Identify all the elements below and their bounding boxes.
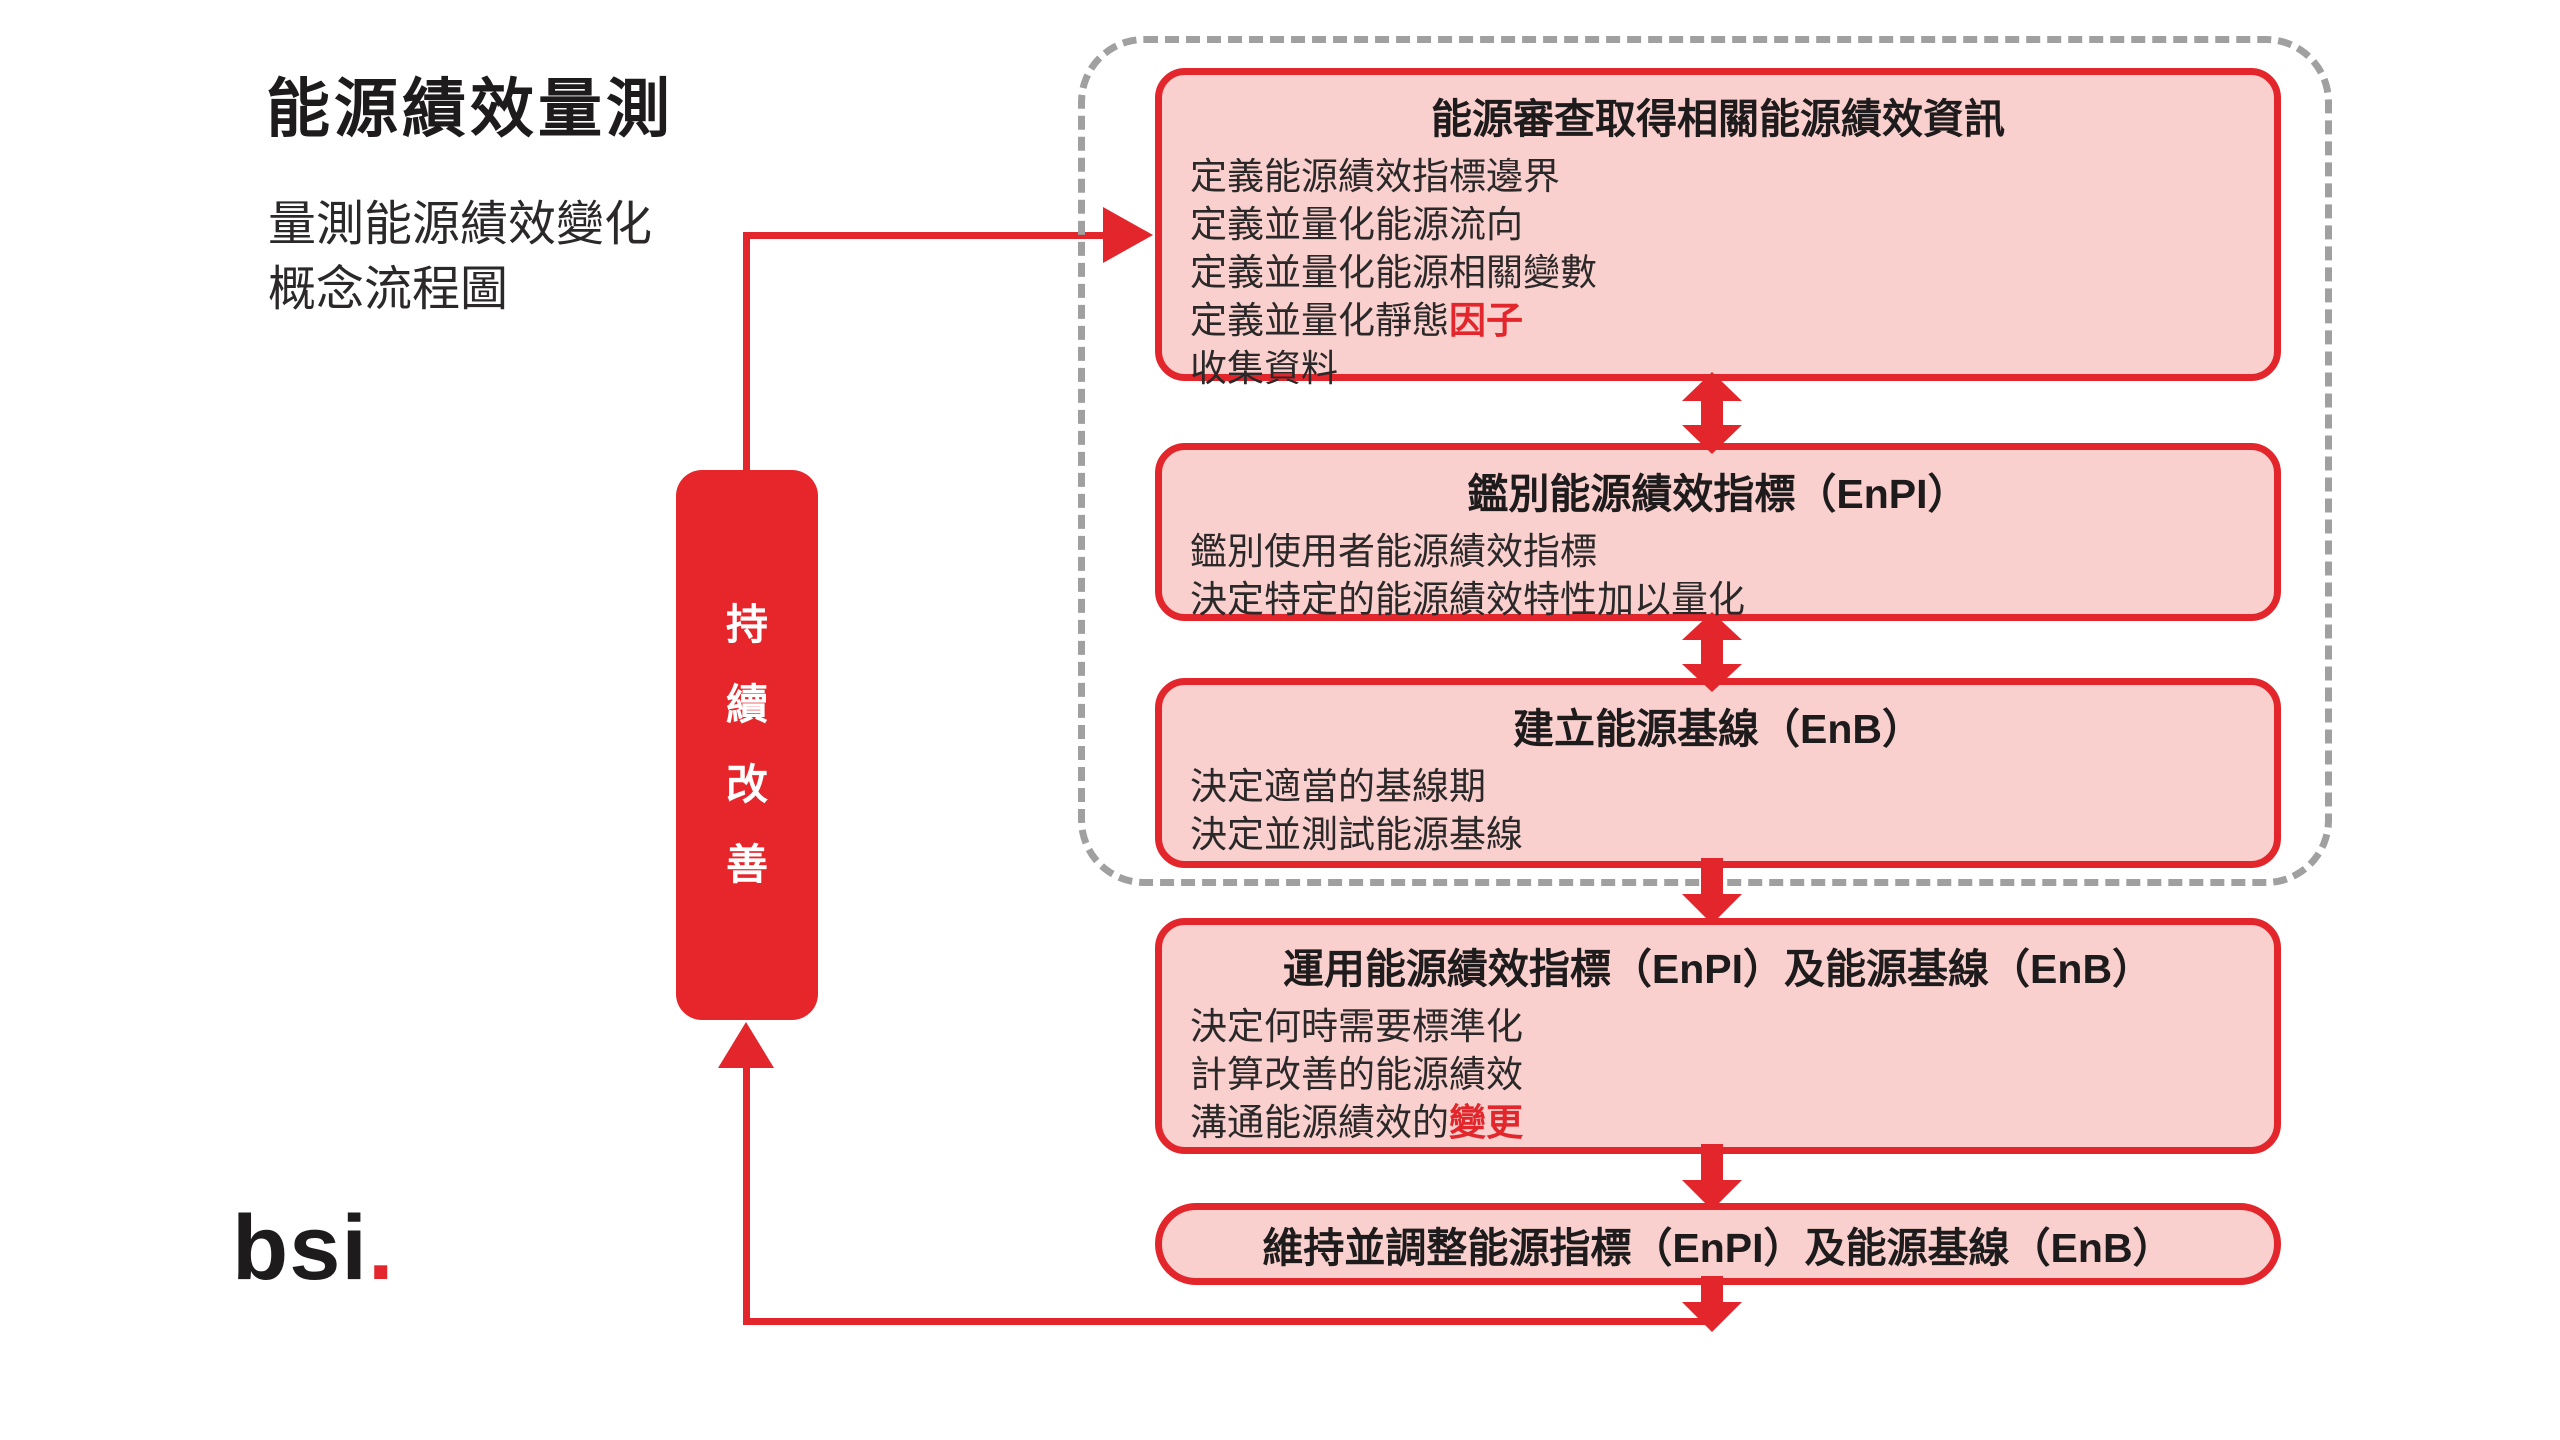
page-title: 能源績效量測 — [266, 73, 674, 145]
box-item: 定義並量化能源相關變數 — [1190, 252, 1597, 294]
box-items: 定義能源績效指標邊界定義並量化能源流向定義並量化能源相關變數定義並量化靜態因子收… — [1162, 153, 2274, 393]
box-title: 建立能源基線（EnB） — [1513, 706, 1923, 752]
double-arrow-box2-box3-icon — [1681, 612, 1743, 692]
feedback-line-bottom-horizontal — [743, 1318, 1719, 1325]
feedback-line-top-horizontal — [743, 232, 1105, 239]
flow-box-apply-enpi-enb: 運用能源績效指標（EnPI）及能源基線（EnB） 決定何時需要標準化計算改善的能… — [1155, 918, 2281, 1154]
box-title: 運用能源績效指標（EnPI）及能源基線（EnB） — [1282, 946, 2154, 992]
box-items: 鑑別使用者能源績效指標決定特定的能源績效特性加以量化 — [1162, 528, 2274, 624]
continuous-improvement-box: 持 續 改 善 — [676, 470, 818, 1020]
box-item: 決定適當的基線期 — [1190, 766, 1486, 807]
box-item: 計算改善的能源績效 — [1190, 1054, 1523, 1096]
box-title: 能源審查取得相關能源績效資訊 — [1431, 96, 2005, 142]
bsi-logo-dot: . — [367, 1197, 395, 1299]
box-item: 決定特定的能源績效特性加以量化 — [1190, 579, 1745, 621]
flow-box-establish-enb: 建立能源基線（EnB） 決定適當的基線期決定並測試能源基線 — [1155, 678, 2281, 868]
feedback-line-left-bottom-vertical — [743, 1062, 750, 1325]
box-item: 定義並量化能源流向 — [1190, 204, 1523, 246]
arrow-up-icon — [718, 1022, 774, 1068]
box-title: 維持並調整能源指標（EnPI）及能源基線（EnB） — [1262, 1225, 2174, 1271]
box-item: 定義能源績效指標邊界 — [1190, 156, 1560, 197]
bsi-logo: bsi. — [232, 1196, 395, 1301]
box-item: 決定並測試能源基線 — [1190, 814, 1523, 856]
box-item: 收集資料 — [1190, 348, 1338, 390]
box-item: 鑑別使用者能源績效指標 — [1190, 531, 1597, 572]
box-items: 決定適當的基線期決定並測試能源基線 — [1162, 763, 2274, 859]
flow-box-identify-enpi: 鑑別能源績效指標（EnPI） 鑑別使用者能源績效指標決定特定的能源績效特性加以量… — [1155, 443, 2281, 621]
down-arrow-box4-box5-icon — [1681, 1144, 1743, 1210]
arrow-right-icon — [1103, 207, 1153, 263]
flow-box-energy-review: 能源審查取得相關能源績效資訊 定義能源績效指標邊界定義並量化能源流向定義並量化能… — [1155, 68, 2281, 389]
box-title: 鑑別能源績效指標（EnPI） — [1467, 471, 1969, 517]
page-subtitle: 量測能源績效變化 概念流程圖 — [268, 198, 653, 317]
box-item: 定義並量化靜態因子 — [1190, 300, 1523, 342]
down-arrow-box5-feedback-icon — [1681, 1276, 1743, 1332]
double-arrow-box1-box2-icon — [1681, 372, 1743, 454]
box-item: 決定何時需要標準化 — [1190, 1006, 1523, 1047]
box-items: 決定何時需要標準化計算改善的能源績效溝通能源績效的變更 — [1162, 1003, 2274, 1147]
box-item: 溝通能源績效的變更 — [1190, 1102, 1523, 1144]
flow-box-maintain-adjust-enpi-enb: 維持並調整能源指標（EnPI）及能源基線（EnB） — [1155, 1203, 2281, 1285]
continuous-improvement-label: 持 續 改 善 — [725, 601, 768, 888]
feedback-line-left-top-vertical — [743, 232, 750, 470]
bsi-logo-text: bsi — [232, 1197, 368, 1299]
down-arrow-box3-box4-icon — [1681, 858, 1743, 924]
